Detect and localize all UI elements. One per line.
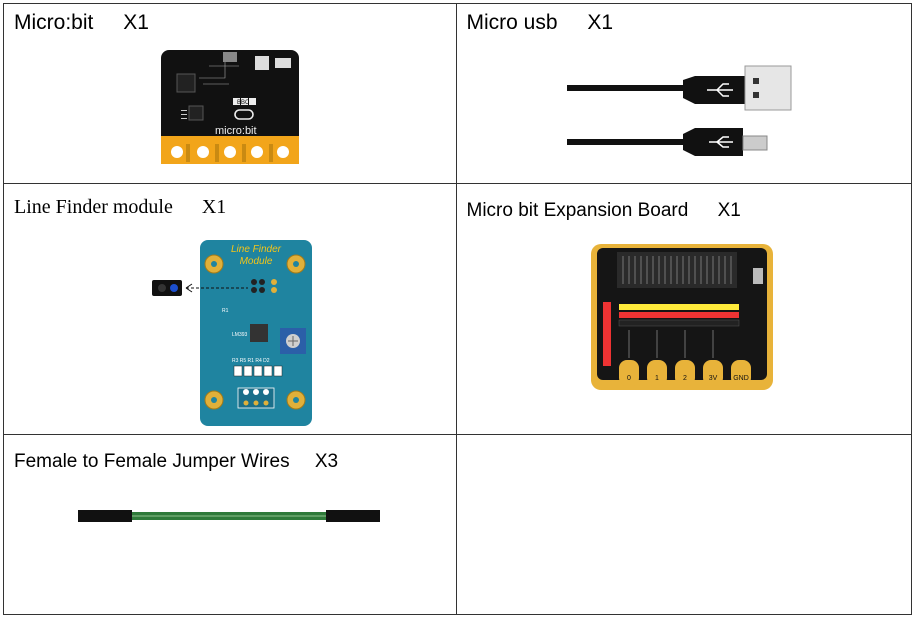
cell-expansion-board: Micro bit Expansion Board X1 <box>455 183 912 435</box>
item-name: Female to Female Jumper Wires <box>14 451 290 472</box>
jumper-wire-image <box>78 510 380 522</box>
item-name: Line Finder module <box>14 196 173 218</box>
items-table: Micro:bit X1 <box>3 3 912 615</box>
pin-label: 1 <box>655 375 659 382</box>
item-name: Micro bit Expansion Board <box>466 200 689 221</box>
item-label: Micro:bit X1 <box>14 11 149 35</box>
pin-label: 3V <box>708 375 717 382</box>
cell-micro-usb: Micro usb X1 <box>455 3 912 184</box>
item-label: Line Finder module X1 <box>14 196 226 219</box>
item-qty: X1 <box>587 11 614 34</box>
item-qty: X1 <box>201 196 227 218</box>
expansion-board-image: 0 1 2 3V GND <box>590 244 773 390</box>
microbit-logo-text: micro:bit <box>215 125 257 137</box>
item-label: Female to Female Jumper Wires X3 <box>14 451 338 473</box>
bbc-text: BBC <box>237 100 250 106</box>
cell-line-finder: Line Finder module X1 Line Finder Module… <box>3 183 457 435</box>
cell-jumper-wires: Female to Female Jumper Wires X3 <box>3 434 457 615</box>
pin-label: 0 <box>627 375 631 382</box>
micro-usb-cable-image <box>566 65 791 156</box>
pin-label: 2 <box>683 375 687 382</box>
item-name: Micro:bit <box>14 11 94 34</box>
module-r1-text: R1 <box>222 308 229 314</box>
module-title-line1: Line Finder <box>231 244 282 255</box>
item-name: Micro usb <box>466 11 558 34</box>
module-chip-text: LM393 <box>232 332 248 338</box>
item-label: Micro usb X1 <box>467 11 614 35</box>
item-qty: X3 <box>314 451 339 472</box>
line-finder-module-image: Line Finder Module R1 LM393 R3 R5 R1 R4 … <box>152 240 312 426</box>
cell-microbit: Micro:bit X1 <box>3 3 457 184</box>
microbit-board-image: BBC micro:bit <box>161 50 299 164</box>
item-qty: X1 <box>717 200 741 221</box>
item-qty: X1 <box>123 11 149 34</box>
item-label: Micro bit Expansion Board X1 <box>467 200 741 222</box>
pin-label: GND <box>733 375 749 382</box>
module-title-line2: Module <box>240 256 273 267</box>
module-resistor-text: R3 R5 R1 R4 D2 <box>232 358 270 364</box>
cell-empty <box>455 434 912 615</box>
